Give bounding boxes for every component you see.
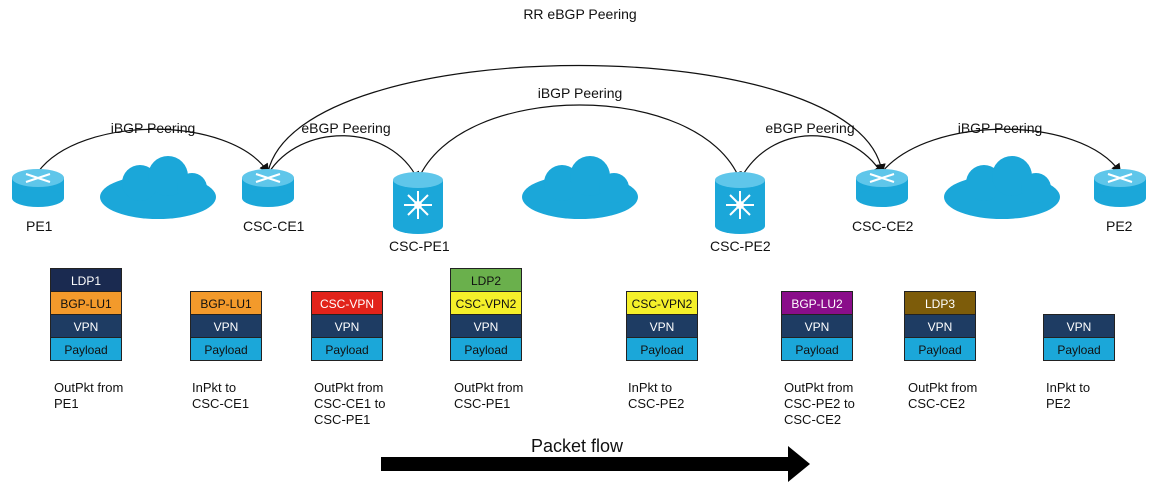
cloud-icon <box>944 156 1060 219</box>
label-cell: BGP-LU1 <box>190 291 262 315</box>
ebgp-right-arc <box>731 135 884 190</box>
label-cell: Payload <box>311 337 383 361</box>
label-cell: Payload <box>190 337 262 361</box>
label-stack: VPN Payload <box>1043 314 1115 361</box>
label-stack: LDP2 CSC-VPN2 VPN Payload <box>450 268 522 361</box>
ebgp-peering-left-label: eBGP Peering <box>301 120 391 136</box>
label-stack: BGP-LU1 VPN Payload <box>190 291 262 361</box>
label-cell: Payload <box>50 337 122 361</box>
label-cell: BGP-LU2 <box>781 291 853 315</box>
label-cell: Payload <box>1043 337 1115 361</box>
packet-flow-label: Packet flow <box>531 436 624 456</box>
core-router-icon <box>715 172 765 234</box>
packet-caption: OutPkt from CSC-CE2 <box>908 380 978 411</box>
label-cell: LDP2 <box>450 268 522 292</box>
core-router-icon <box>393 172 443 234</box>
packet-caption: OutPkt from CSC-CE1 to CSC-PE1 <box>314 380 386 427</box>
node-label-pe1: PE1 <box>26 218 53 234</box>
rr-ebgp-peering-label: RR eBGP Peering <box>523 6 637 22</box>
label-cell: Payload <box>626 337 698 361</box>
label-cell: Payload <box>904 337 976 361</box>
packet-caption: OutPkt from CSC-PE1 <box>454 380 524 411</box>
rr-ebgp-arc <box>261 64 886 181</box>
ebgp-left-arc <box>259 135 420 184</box>
cloud-icon <box>522 156 638 219</box>
ibgp-peering-left-label: iBGP Peering <box>110 120 196 136</box>
label-cell: VPN <box>1043 314 1115 338</box>
label-stack: CSC-VPN VPN Payload <box>311 291 383 361</box>
label-cell: VPN <box>781 314 853 338</box>
label-cell: CSC-VPN2 <box>450 291 522 315</box>
cloud-icon <box>100 156 216 219</box>
label-cell: VPN <box>190 314 262 338</box>
node-label-csc-ce2: CSC-CE2 <box>852 218 914 234</box>
label-stack: BGP-LU2 VPN Payload <box>781 291 853 361</box>
packet-caption: InPkt to CSC-CE1 <box>192 380 250 411</box>
packet-caption: OutPkt from CSC-PE2 to CSC-CE2 <box>784 380 855 427</box>
label-cell: CSC-VPN2 <box>626 291 698 315</box>
router-icon <box>242 169 294 207</box>
packet-flow-arrow <box>381 446 810 482</box>
label-cell: VPN <box>50 314 122 338</box>
packet-caption: OutPkt from PE1 <box>54 380 124 411</box>
label-cell: VPN <box>904 314 976 338</box>
label-cell: LDP1 <box>50 268 122 292</box>
label-stack: CSC-VPN2 VPN Payload <box>626 291 698 361</box>
ibgp-peering-middle-label: iBGP Peering <box>537 85 623 101</box>
node-label-csc-ce1: CSC-CE1 <box>243 218 305 234</box>
ibgp-left-arc <box>29 128 270 182</box>
label-stack: LDP1 BGP-LU1 VPN Payload <box>50 268 122 361</box>
label-cell: CSC-VPN <box>311 291 383 315</box>
label-cell: VPN <box>626 314 698 338</box>
ebgp-peering-right-label: eBGP Peering <box>765 120 855 136</box>
router-icon <box>856 169 908 207</box>
packet-caption: InPkt to PE2 <box>1046 380 1091 411</box>
router-icon <box>12 169 64 207</box>
label-cell: VPN <box>311 314 383 338</box>
label-cell: Payload <box>450 337 522 361</box>
node-label-csc-pe1: CSC-PE1 <box>389 238 450 254</box>
router-icon <box>1094 169 1146 207</box>
label-cell: BGP-LU1 <box>50 291 122 315</box>
packet-caption: InPkt to CSC-PE2 <box>628 380 685 411</box>
ibgp-right-arc <box>873 128 1122 182</box>
ibgp-middle-arc <box>410 104 742 190</box>
node-label-csc-pe2: CSC-PE2 <box>710 238 771 254</box>
label-cell: VPN <box>450 314 522 338</box>
label-cell: LDP3 <box>904 291 976 315</box>
ibgp-peering-right-label: iBGP Peering <box>957 120 1043 136</box>
label-stack: LDP3 VPN Payload <box>904 291 976 361</box>
label-cell: Payload <box>781 337 853 361</box>
node-label-pe2: PE2 <box>1106 218 1133 234</box>
